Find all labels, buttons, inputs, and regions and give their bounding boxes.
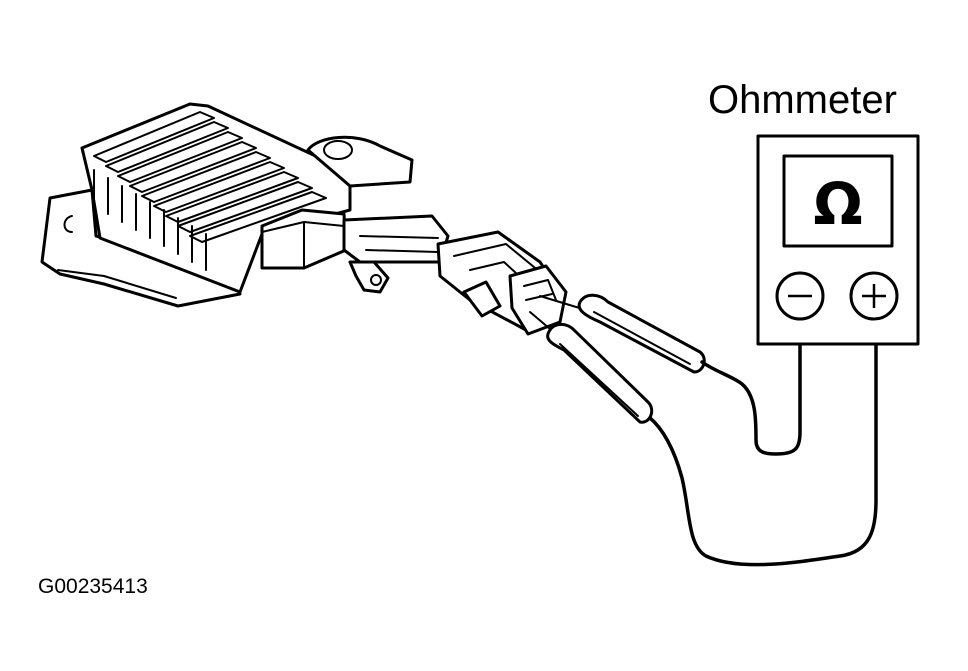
probe-lower [546, 323, 654, 424]
mounting-lug [306, 135, 414, 188]
test-probes [529, 293, 706, 424]
terminal-tab [348, 260, 390, 294]
bolt-head [323, 140, 353, 160]
positive-lead-wire [648, 342, 878, 567]
test-leads [648, 342, 878, 567]
harness-stub [342, 214, 450, 264]
meter-display [782, 154, 894, 248]
connector-face [508, 264, 568, 336]
harness-connector [436, 230, 568, 336]
ohmmeter-label: Ohmmeter [708, 78, 897, 122]
negative-lead-wire [700, 342, 802, 456]
connector-lock-tab [462, 280, 502, 318]
figure-code: G00235413 [38, 575, 148, 598]
regulator-module [40, 102, 450, 308]
bracket-edge [57, 269, 177, 299]
bracket-hole [63, 215, 73, 233]
ohmmeter: Ω [756, 134, 920, 346]
heat-sink-fins [93, 111, 327, 271]
ohm-symbol: Ω [813, 170, 862, 238]
